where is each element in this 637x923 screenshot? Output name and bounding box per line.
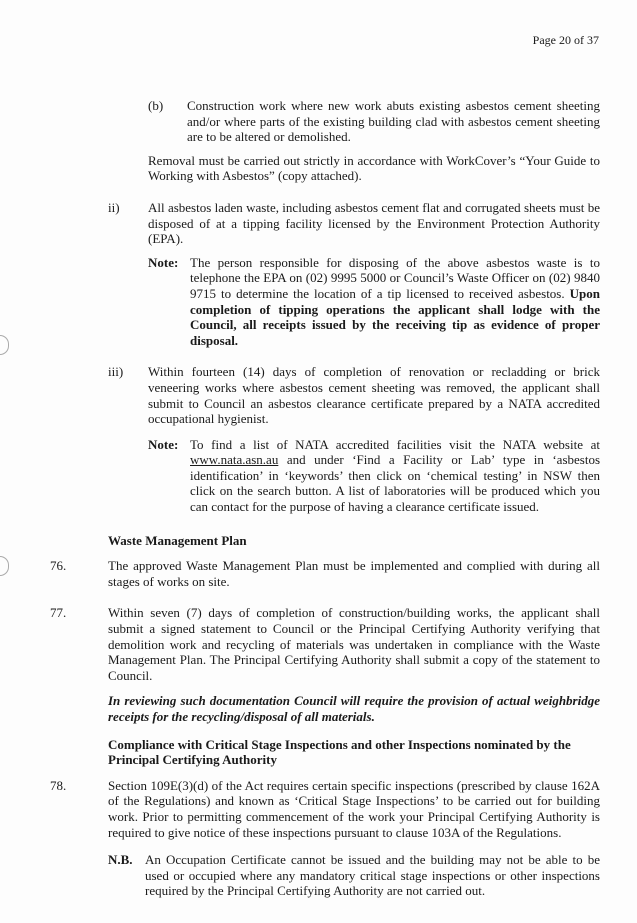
- document-body: (b) Construction work where new work abu…: [50, 98, 600, 899]
- nata-link[interactable]: www.nata.asn.au: [190, 452, 279, 468]
- item-ii: ii) All asbestos laden waste, including …: [50, 200, 600, 247]
- item-text: All asbestos laden waste, including asbe…: [148, 199, 600, 247]
- item-label: ii): [108, 199, 120, 215]
- nb-label: N.B.: [108, 852, 133, 868]
- note-body: The person responsible for disposing of …: [190, 254, 600, 301]
- condition-number: 78.: [50, 777, 67, 793]
- note-iii: Note: To find a list of NATA accredited …: [50, 437, 600, 515]
- condition-text: Within seven (7) days of completion of c…: [108, 605, 600, 683]
- note-label: Note:: [148, 254, 179, 270]
- waste-heading-row: Waste Management Plan: [50, 533, 600, 549]
- note-text: To find a list of NATA accredited facili…: [190, 437, 600, 515]
- condition-text: The approved Waste Management Plan must …: [108, 558, 600, 589]
- note-body: and under ‘Find a Facility or Lab’ type …: [190, 452, 600, 515]
- nb-row: N.B. An Occupation Certificate cannot be…: [50, 852, 600, 899]
- compliance-heading-row: Compliance with Critical Stage Inspectio…: [50, 737, 600, 768]
- condition-77: 77. Within seven (7) days of completion …: [50, 605, 600, 683]
- section-heading: Waste Management Plan: [108, 532, 247, 548]
- note-text: The person responsible for disposing of …: [190, 255, 600, 349]
- item-text: Construction work where new work abuts e…: [187, 98, 600, 145]
- removal-text: Removal must be carried out strictly in …: [148, 152, 600, 184]
- condition-number: 77.: [50, 605, 67, 621]
- condition-emphasis: In reviewing such documentation Council …: [108, 693, 600, 724]
- item-text: Within fourteen (14) days of completion …: [148, 364, 600, 427]
- note-label: Note:: [148, 436, 179, 452]
- removal-paragraph: Removal must be carried out strictly in …: [50, 153, 600, 184]
- condition-77-emphasis: In reviewing such documentation Council …: [50, 693, 600, 724]
- section-heading: Compliance with Critical Stage Inspectio…: [108, 736, 571, 768]
- note-body: To find a list of NATA accredited facili…: [190, 436, 600, 452]
- hole-punch-mark: [0, 556, 9, 576]
- condition-78: 78. Section 109E(3)(d) of the Act requir…: [50, 778, 600, 840]
- item-b: (b) Construction work where new work abu…: [50, 98, 600, 145]
- note-ii: Note: The person responsible for disposi…: [50, 255, 600, 349]
- item-label: iii): [108, 364, 124, 380]
- hole-punch-mark: [0, 335, 9, 355]
- item-iii: iii) Within fourteen (14) days of comple…: [50, 364, 600, 426]
- condition-number: 76.: [50, 558, 67, 574]
- condition-text: Section 109E(3)(d) of the Act requires c…: [108, 777, 600, 840]
- page-number: Page 20 of 37: [532, 33, 599, 47]
- nb-text: An Occupation Certificate cannot be issu…: [145, 852, 600, 899]
- item-label: (b): [148, 98, 164, 113]
- condition-76: 76. The approved Waste Management Plan m…: [50, 558, 600, 589]
- note-bold: Upon completion of tipping operations th…: [190, 285, 600, 348]
